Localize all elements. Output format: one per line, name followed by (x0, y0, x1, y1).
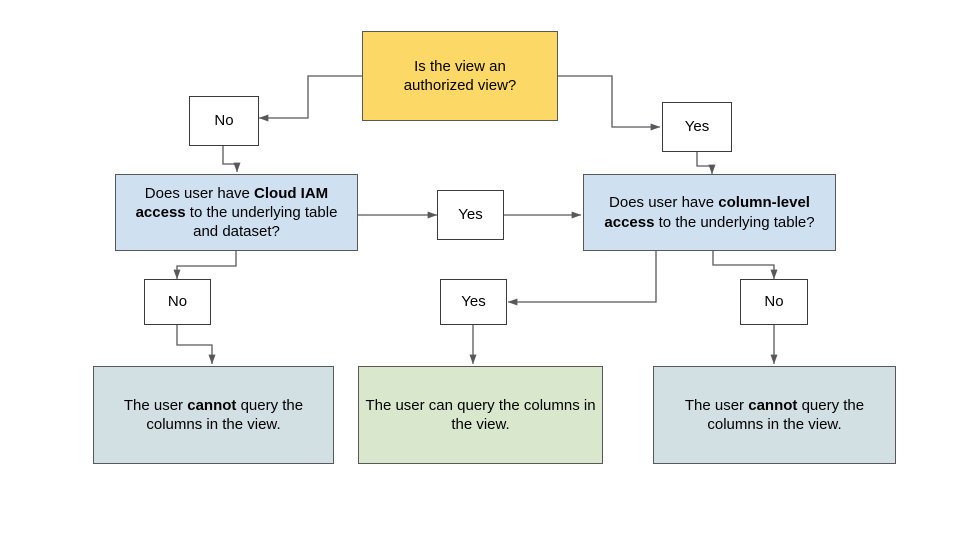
label-yes-cloud-iam[interactable]: Yes (437, 190, 504, 240)
label-yes-authorized-view-text: Yes (684, 118, 710, 136)
edge-column-to-no (712, 251, 778, 280)
label-yes-column-level-text: Yes (461, 293, 486, 311)
label-no-column-level[interactable]: No (740, 279, 808, 325)
question-authorized-view-label: Is the view an authorized view? (403, 57, 517, 94)
result-right-denied[interactable]: The user cannot query the columns in the… (653, 366, 896, 464)
question-column-level-access[interactable]: Does user have column-level access to th… (583, 174, 836, 251)
edge-no-to-cloud-iam (222, 146, 241, 173)
label-no-authorized-view-text: No (214, 112, 234, 130)
label-yes-column-level[interactable]: Yes (440, 279, 507, 325)
edge-column-to-yes (507, 251, 657, 306)
question-cloud-iam-access[interactable]: Does user have Cloud IAM access to the u… (115, 174, 358, 251)
label-yes-authorized-view[interactable]: Yes (662, 102, 732, 152)
result-left-denied-label: The user cannot query the columns in the… (123, 396, 304, 433)
result-middle-allowed-label: The user can query the columns in the vi… (365, 396, 596, 433)
label-no-authorized-view[interactable]: No (189, 96, 259, 146)
label-no-cloud-iam-text: No (167, 293, 188, 311)
edge-authorized-to-yes (558, 75, 661, 131)
edge-authorized-to-no (258, 75, 362, 122)
label-no-column-level-text: No (764, 293, 784, 311)
question-cloud-iam-access-label: Does user have Cloud IAM access to the u… (135, 184, 338, 241)
edge-cloud-iam-to-no (173, 251, 237, 280)
result-middle-allowed[interactable]: The user can query the columns in the vi… (358, 366, 603, 464)
question-authorized-view[interactable]: Is the view an authorized view? (362, 31, 558, 121)
result-right-denied-label: The user cannot query the columns in the… (684, 396, 865, 433)
question-column-level-access-label: Does user have column-level access to th… (604, 194, 815, 231)
result-left-denied[interactable]: The user cannot query the columns in the… (93, 366, 334, 464)
label-no-cloud-iam[interactable]: No (144, 279, 211, 325)
label-yes-cloud-iam-text: Yes (458, 206, 483, 224)
edge-no-to-left-result (176, 325, 216, 365)
edge-yes-to-column-level (696, 152, 716, 175)
